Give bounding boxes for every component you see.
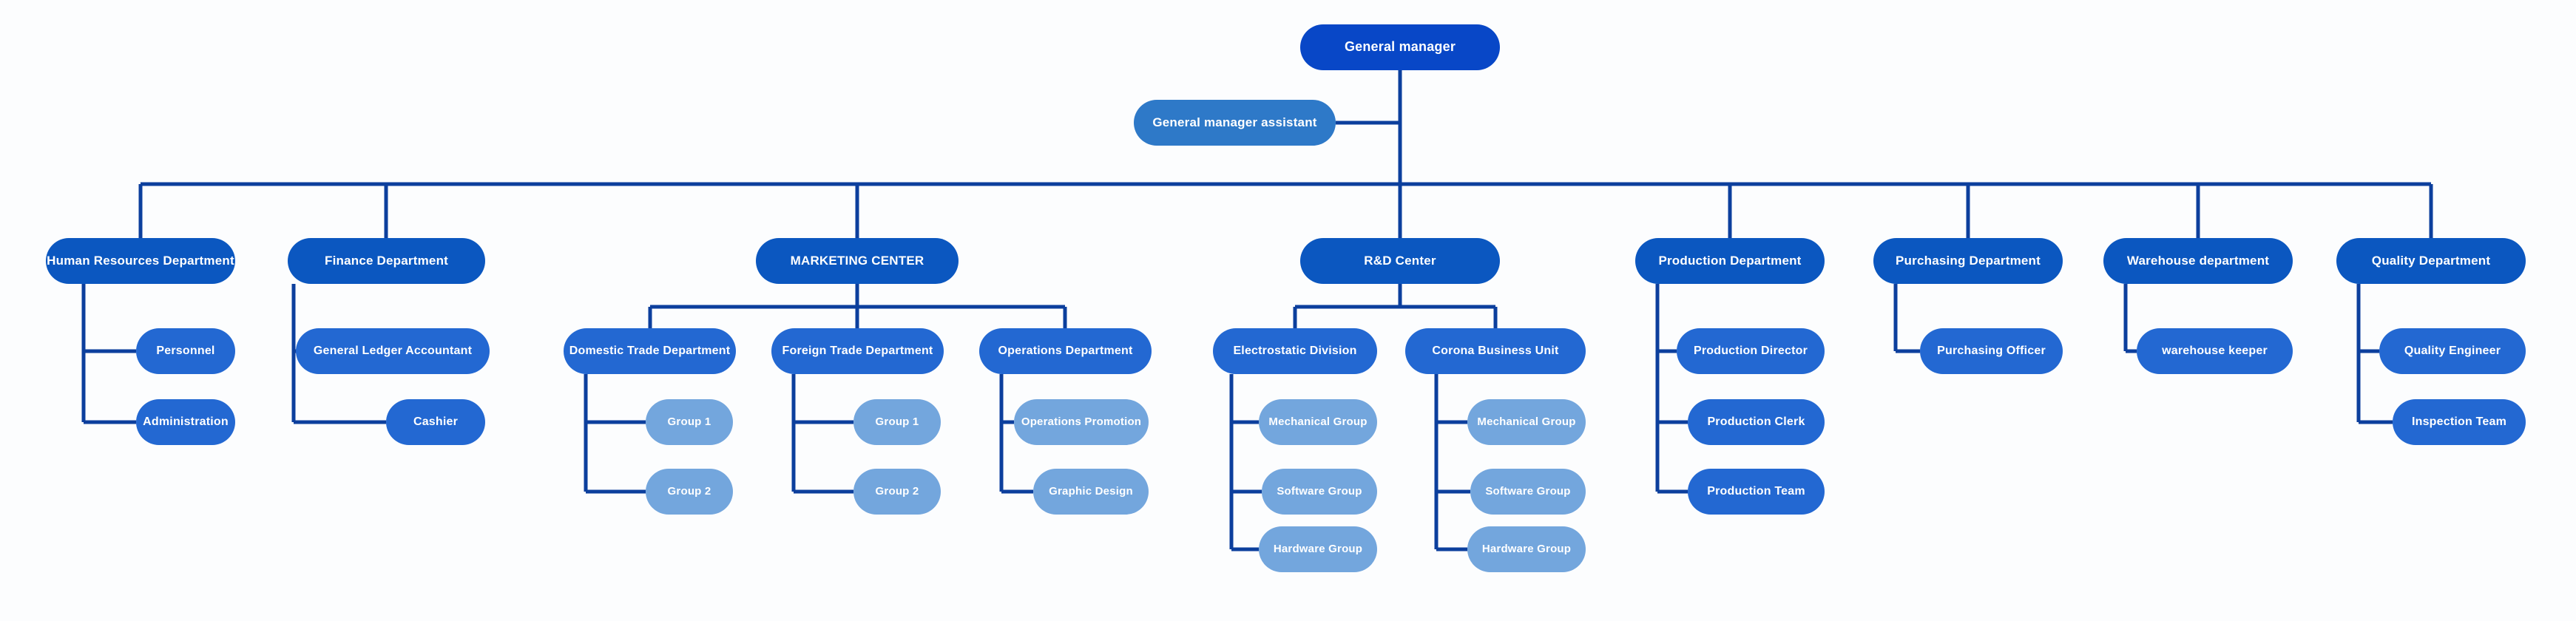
org-node-domestic-trade-department: Domestic Trade Department bbox=[564, 328, 736, 374]
org-node-finance-department: Finance Department bbox=[288, 238, 485, 284]
org-node-personnel: Personnel bbox=[136, 328, 235, 374]
org-node-human-resources-department: Human Resources Department bbox=[46, 238, 235, 284]
org-node-inspection-team: Inspection Team bbox=[2393, 399, 2526, 445]
org-node-electrostatic-division: Electrostatic Division bbox=[1213, 328, 1377, 374]
org-node-foreign-group-2: Group 2 bbox=[853, 469, 941, 515]
org-node-production-department: Production Department bbox=[1635, 238, 1825, 284]
org-node-quality-engineer: Quality Engineer bbox=[2379, 328, 2526, 374]
org-node-marketing-center: MARKETING CENTER bbox=[756, 238, 959, 284]
org-node-foreign-group-1: Group 1 bbox=[853, 399, 941, 445]
org-node-general-ledger-accountant: General Ledger Accountant bbox=[296, 328, 490, 374]
org-node-electro-mechanical-group: Mechanical Group bbox=[1259, 399, 1377, 445]
org-node-purchasing-department: Purchasing Department bbox=[1873, 238, 2063, 284]
org-node-domestic-group-1: Group 1 bbox=[646, 399, 733, 445]
org-node-cashier: Cashier bbox=[386, 399, 485, 445]
org-node-production-clerk: Production Clerk bbox=[1688, 399, 1825, 445]
org-node-operations-department: Operations Department bbox=[979, 328, 1152, 374]
org-node-graphic-design: Graphic Design bbox=[1033, 469, 1149, 515]
org-node-production-director: Production Director bbox=[1677, 328, 1825, 374]
org-node-rd-center: R&D Center bbox=[1300, 238, 1500, 284]
org-node-general-manager: General manager bbox=[1300, 24, 1500, 70]
org-node-production-team: Production Team bbox=[1688, 469, 1825, 515]
org-node-domestic-group-2: Group 2 bbox=[646, 469, 733, 515]
org-node-electro-software-group: Software Group bbox=[1262, 469, 1377, 515]
org-node-corona-hardware-group: Hardware Group bbox=[1467, 526, 1586, 572]
org-node-warehouse-department: Warehouse department bbox=[2103, 238, 2293, 284]
org-node-administration: Administration bbox=[136, 399, 235, 445]
org-node-quality-department: Quality Department bbox=[2336, 238, 2526, 284]
org-node-purchasing-officer: Purchasing Officer bbox=[1920, 328, 2063, 374]
org-node-corona-software-group: Software Group bbox=[1470, 469, 1586, 515]
org-node-electro-hardware-group: Hardware Group bbox=[1259, 526, 1377, 572]
org-node-corona-mechanical-group: Mechanical Group bbox=[1467, 399, 1586, 445]
org-node-operations-promotion: Operations Promotion bbox=[1014, 399, 1149, 445]
org-node-warehouse-keeper: warehouse keeper bbox=[2137, 328, 2293, 374]
org-node-general-manager-assistant: General manager assistant bbox=[1134, 100, 1336, 146]
org-node-foreign-trade-department: Foreign Trade Department bbox=[771, 328, 944, 374]
org-node-corona-business-unit: Corona Business Unit bbox=[1405, 328, 1586, 374]
